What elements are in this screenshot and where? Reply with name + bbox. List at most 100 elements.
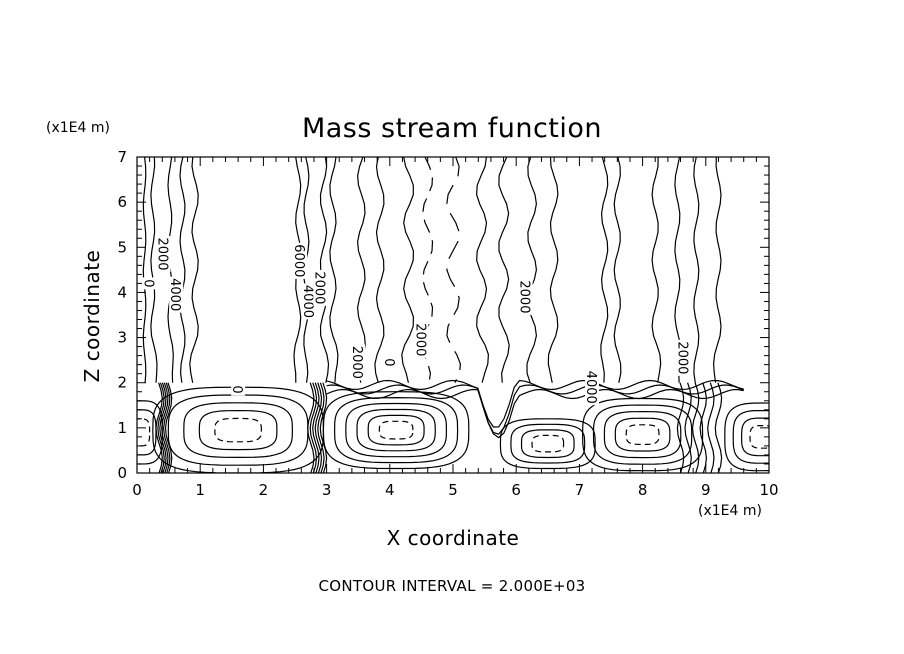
- vortex-contour: [137, 418, 151, 447]
- vortex-contour: [625, 424, 660, 446]
- contour-label-bg: [585, 369, 600, 406]
- contour-interval-note: CONTOUR INTERVAL = 2.000E+03: [318, 577, 586, 595]
- streamline: [651, 157, 662, 383]
- dense-contour: [159, 382, 167, 473]
- x-tick-label: 3: [322, 481, 332, 499]
- streamline: [526, 157, 538, 383]
- x-tick-label: 0: [132, 481, 142, 499]
- dense-contour: [684, 382, 692, 473]
- dense-contour: [164, 382, 173, 473]
- dense-contour: [161, 382, 169, 473]
- vortex-contour: [322, 391, 470, 470]
- contour-label: 2000: [349, 346, 364, 379]
- contour-label: 0: [381, 358, 396, 366]
- x-tick-label: 8: [638, 481, 648, 499]
- y-tick-label: 4: [117, 283, 127, 301]
- dense-contour: [155, 382, 163, 473]
- vortex-contour: [152, 386, 324, 473]
- contour-label-bg: [231, 383, 246, 396]
- contour-label: 2000: [412, 323, 427, 356]
- streamline: [401, 157, 415, 383]
- contour-label: 2000: [675, 341, 690, 374]
- dense-contour: [691, 382, 700, 473]
- contour-label-bg: [156, 236, 171, 273]
- vortex-contour: [137, 409, 157, 456]
- y-tick-label: 6: [117, 193, 127, 211]
- y-tick-label: 1: [117, 419, 127, 437]
- streamline: [712, 157, 722, 383]
- streamline: [150, 157, 158, 383]
- streamline: [374, 157, 385, 383]
- x-tick-label: 2: [259, 481, 269, 499]
- contour-label: 2000: [517, 280, 532, 313]
- contour-label-bg: [351, 344, 366, 381]
- streamline: [356, 157, 366, 383]
- vortex-contour: [603, 410, 682, 459]
- x-axis-units: (x1E4 m): [698, 503, 762, 519]
- x-tick-label: 7: [575, 481, 585, 499]
- contour-lines: [137, 157, 769, 473]
- dense-contour: [314, 382, 323, 473]
- dense-contour: [307, 382, 315, 473]
- vortex-contour: [137, 400, 163, 465]
- x-tick-label: 10: [759, 481, 778, 499]
- x-tick-label: 1: [195, 481, 205, 499]
- vortex-contour: [499, 418, 596, 470]
- vortex-contour: [183, 402, 293, 459]
- y-axis-units: (x1E4 m): [46, 120, 110, 136]
- contour-label: 0: [141, 279, 156, 287]
- x-tick-label: 4: [385, 481, 395, 499]
- vortex-contour: [345, 402, 447, 458]
- dense-contour: [707, 382, 715, 473]
- streamline: [142, 157, 147, 383]
- plot-frame: [136, 156, 770, 474]
- vortex-contour: [214, 417, 262, 443]
- dense-contour: [317, 382, 325, 473]
- contour-label: 2000: [311, 271, 326, 304]
- dense-contour: [676, 382, 685, 473]
- streamline: [446, 157, 462, 383]
- vortex-contour: [167, 394, 309, 466]
- dense-contour: [699, 382, 708, 473]
- streamline: [613, 157, 622, 383]
- vortex-contour: [510, 423, 586, 464]
- streamline: [547, 157, 559, 383]
- contour-label-bg: [414, 321, 429, 358]
- boundary-line: [326, 388, 744, 439]
- contour-label-bg: [676, 339, 691, 376]
- contour-label-bg: [293, 242, 308, 279]
- vortex-contour: [614, 417, 671, 452]
- streamline: [179, 157, 186, 383]
- x-tick-label: 5: [448, 481, 458, 499]
- contour-label: 4000: [167, 278, 182, 311]
- boundary-line: [326, 379, 744, 428]
- dense-contour: [309, 382, 318, 473]
- dense-contour: [319, 382, 328, 473]
- vortex-contour: [724, 402, 769, 472]
- streamline: [600, 157, 609, 383]
- vortex-contour: [740, 417, 769, 457]
- y-tick-label: 2: [117, 374, 127, 392]
- y-tick-label: 3: [117, 329, 127, 347]
- contour-label-bg: [313, 269, 328, 306]
- vortex-contour: [592, 404, 693, 465]
- streamline: [475, 157, 490, 383]
- streamline: [319, 157, 330, 383]
- vortex-contour: [367, 414, 425, 446]
- x-tick-label: 9: [701, 481, 711, 499]
- dense-contour: [312, 382, 320, 473]
- dense-contour: [157, 382, 165, 473]
- vortex-contour: [581, 397, 704, 472]
- chart-title: Mass stream function: [301, 113, 603, 144]
- contour-label-bg: [382, 356, 397, 369]
- y-tick-label: 0: [117, 464, 127, 482]
- contour-label: 0: [229, 385, 244, 393]
- streamline: [693, 157, 700, 383]
- vortex-contour: [520, 429, 575, 459]
- vortex-contour: [531, 434, 565, 453]
- streamline: [329, 157, 339, 383]
- contour-label-bg: [169, 276, 184, 313]
